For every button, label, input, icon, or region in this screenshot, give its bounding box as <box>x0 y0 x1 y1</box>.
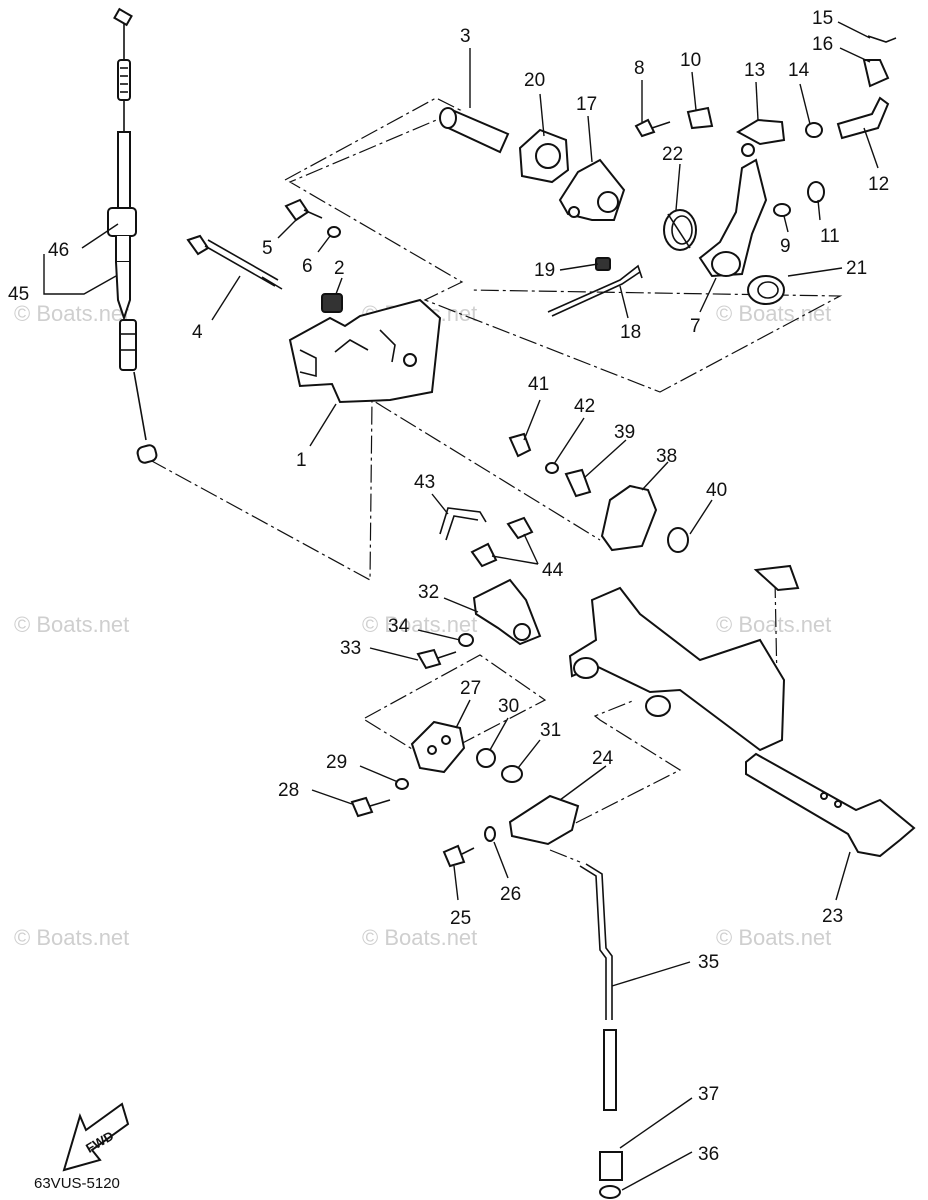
callout-18: 18 <box>620 322 641 343</box>
callout-4: 4 <box>192 322 203 343</box>
callout-32: 32 <box>418 582 439 603</box>
callout-15: 15 <box>812 8 833 29</box>
callout-2: 2 <box>334 258 345 279</box>
callout-16: 16 <box>812 34 833 55</box>
callout-numbers: 1 2 3 4 5 6 7 8 9 10 11 12 13 14 15 16 1… <box>8 8 889 1165</box>
callout-34: 34 <box>388 616 410 637</box>
callout-20: 20 <box>524 70 545 91</box>
callout-46: 46 <box>48 240 69 261</box>
callout-8: 8 <box>634 58 645 79</box>
callout-29: 29 <box>326 752 347 773</box>
callout-28: 28 <box>278 780 299 801</box>
cam <box>518 128 570 184</box>
watermark: © Boats.net <box>716 925 831 950</box>
callout-24: 24 <box>592 748 614 769</box>
callout-11: 11 <box>820 226 840 247</box>
callout-45: 45 <box>8 284 29 305</box>
callout-12: 12 <box>868 174 889 195</box>
watermark: © Boats.net <box>362 925 477 950</box>
fwd-arrow-icon: FWD <box>62 1102 130 1172</box>
link-rod <box>547 257 643 317</box>
callout-19: 19 <box>534 260 555 281</box>
callout-40: 40 <box>706 480 727 501</box>
callout-23: 23 <box>822 906 843 927</box>
callout-9: 9 <box>780 236 791 257</box>
callout-21: 21 <box>846 258 867 279</box>
callout-7: 7 <box>690 316 701 337</box>
callout-5: 5 <box>262 238 273 259</box>
callout-17: 17 <box>576 94 597 115</box>
spring-21 <box>747 275 785 305</box>
callout-3: 3 <box>460 26 471 47</box>
watermark: © Boats.net <box>716 301 831 326</box>
throttle-cable <box>107 7 158 464</box>
leader-lines <box>43 21 879 1191</box>
watermark: © Boats.net <box>14 925 129 950</box>
middle-cluster <box>439 432 689 568</box>
watermark: © Boats.net <box>716 612 831 637</box>
shift-lever-23 <box>568 564 916 858</box>
callout-22: 22 <box>662 144 683 165</box>
diagram-code: 63VUS-5120 <box>34 1175 120 1192</box>
callout-35: 35 <box>698 952 719 973</box>
callout-41: 41 <box>528 374 549 395</box>
small-lever-24 <box>442 794 580 868</box>
sleeve <box>439 107 510 154</box>
watermark: © Boats.net <box>14 612 129 637</box>
detent-parts <box>350 720 523 818</box>
callout-43: 43 <box>414 472 435 493</box>
callout-42: 42 <box>574 396 595 417</box>
callout-33: 33 <box>340 638 361 659</box>
lever <box>698 143 768 278</box>
shift-rod <box>579 863 623 1199</box>
callout-6: 6 <box>302 256 313 277</box>
small-parts-top-right <box>634 35 897 217</box>
long-bolt <box>186 234 283 290</box>
callout-13: 13 <box>744 60 765 81</box>
callout-44: 44 <box>542 560 564 581</box>
arm-17 <box>558 158 626 221</box>
callout-31: 31 <box>540 720 561 741</box>
watermark-layer: © Boats.net © Boats.net © Boats.net © Bo… <box>14 301 831 950</box>
callout-39: 39 <box>614 422 635 443</box>
shift-cam-assembly <box>416 578 542 670</box>
callout-10: 10 <box>680 50 701 71</box>
callout-14: 14 <box>788 60 810 81</box>
callout-1: 1 <box>296 450 307 471</box>
callout-26: 26 <box>500 884 521 905</box>
callout-27: 27 <box>460 678 481 699</box>
watermark: © Boats.net <box>14 301 129 326</box>
callout-36: 36 <box>698 1144 719 1165</box>
spring-22 <box>663 209 697 251</box>
bracket <box>288 298 442 404</box>
small-fasteners-top <box>284 198 343 313</box>
callout-30: 30 <box>498 696 519 717</box>
watermark: © Boats.net <box>362 612 477 637</box>
callout-37: 37 <box>698 1084 719 1105</box>
callout-25: 25 <box>450 908 471 929</box>
callout-38: 38 <box>656 446 677 467</box>
